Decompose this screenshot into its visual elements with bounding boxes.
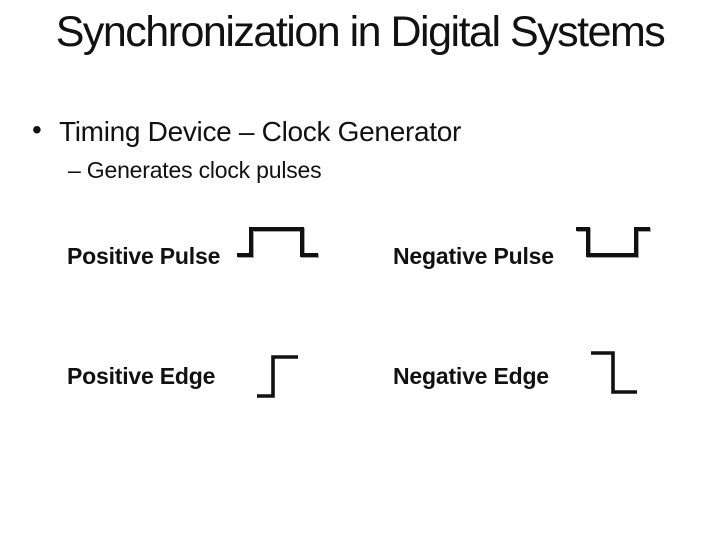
negative-edge-label: Negative Edge bbox=[393, 363, 549, 389]
bullet-marker: • bbox=[32, 114, 42, 145]
negative-pulse-waveform-icon bbox=[574, 224, 652, 262]
bullet-text: Timing Device – Clock Generator bbox=[59, 116, 462, 147]
negative-pulse-label: Negative Pulse bbox=[393, 243, 554, 269]
positive-edge-label: Positive Edge bbox=[67, 363, 216, 389]
positive-pulse-waveform-icon bbox=[235, 224, 320, 262]
negative-edge-waveform-icon bbox=[589, 349, 639, 396]
positive-pulse-label: Positive Pulse bbox=[67, 243, 221, 269]
positive-edge-waveform-icon bbox=[255, 353, 300, 400]
slide-title: Synchronization in Digital Systems bbox=[55, 8, 666, 56]
sub-bullet-text: – Generates clock pulses bbox=[68, 157, 322, 183]
